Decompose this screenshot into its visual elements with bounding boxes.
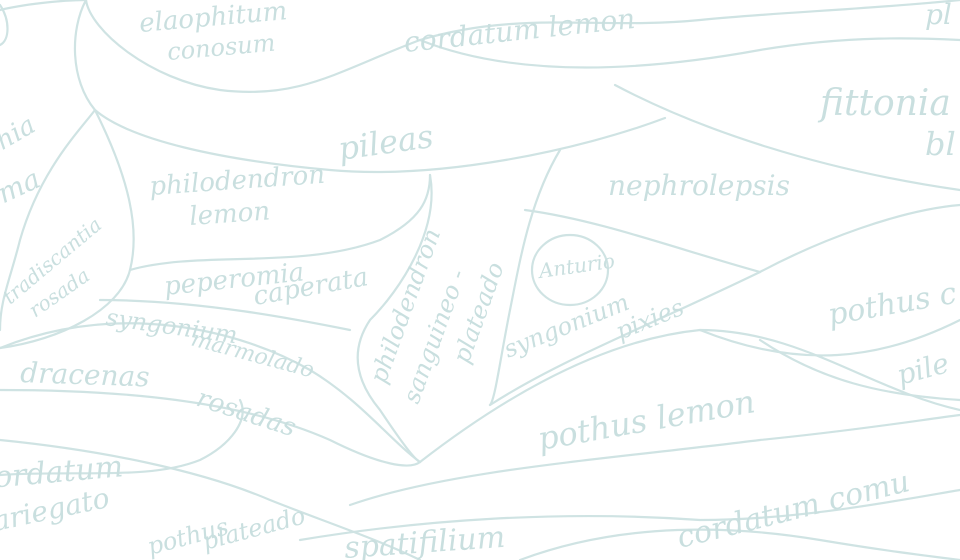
label-syngonium-pixies: syngonium <box>500 288 633 364</box>
label-pileas: pileas <box>336 117 436 168</box>
label-lemon: lemon <box>188 196 271 232</box>
label-pile: pile <box>893 346 952 391</box>
label-anturio: Anturio <box>535 249 616 284</box>
label-cordatum-lemon: cordatum lemon <box>402 2 636 59</box>
label-spatifilium: spatifilium <box>343 520 506 560</box>
label-marmolado: marmolado <box>188 327 316 384</box>
label-nephrolepsis: nephrolepsis <box>608 169 790 202</box>
boundary-pothus-plateado <box>0 398 244 477</box>
boundary-upper-wave <box>0 0 88 12</box>
boundary-top-left-corner <box>0 3 9 47</box>
label-bl: bl <box>925 125 956 163</box>
boundary-top-right <box>418 37 960 69</box>
boundary-bottom-right <box>518 528 960 560</box>
boundary-pothus-lemon-bottom <box>348 413 960 507</box>
boundary-syngonium <box>0 322 422 464</box>
anturio-circle <box>530 233 610 307</box>
boundary-nephrolepsis <box>523 208 762 274</box>
label-pothus-c: pothus c <box>825 276 959 333</box>
boundary-dracenas <box>0 388 422 467</box>
boundary-bottom-left <box>0 438 422 560</box>
boundary-pile-upper <box>698 318 960 357</box>
boundary-pile-lower <box>758 338 960 402</box>
label-philodendron: philodendron <box>148 160 326 202</box>
label-dracenas: dracenas <box>20 356 150 393</box>
boundary-pothus-lemon-top <box>418 328 960 464</box>
boundary-top-sweep <box>73 0 667 173</box>
boundary-pixies <box>488 270 762 407</box>
label-plateado: plateado <box>199 501 308 555</box>
label-hia: hia <box>0 110 41 156</box>
boundary-peperomia <box>98 298 352 332</box>
boundary-top-left-arc <box>84 0 960 94</box>
boundary-center-vertical <box>488 148 562 407</box>
label-fittonia: fittonia <box>817 83 951 124</box>
label-ma: ma <box>0 162 45 210</box>
boundary-left-leaf <box>0 108 97 332</box>
boundary-philodendron-lemon <box>128 173 432 272</box>
boundary-fittonia <box>613 83 960 192</box>
boundary-pothus-right <box>758 203 960 274</box>
label-pl: pl <box>925 0 952 31</box>
label-cordatum-comun: cordatum comu <box>673 464 913 556</box>
boundary-cordatum-comun <box>298 488 960 542</box>
label-pothus-lemon: pothus lemon <box>535 382 758 458</box>
boundary-philodendron-vertical <box>356 173 433 464</box>
label-rosadas: rosadas <box>193 383 300 443</box>
